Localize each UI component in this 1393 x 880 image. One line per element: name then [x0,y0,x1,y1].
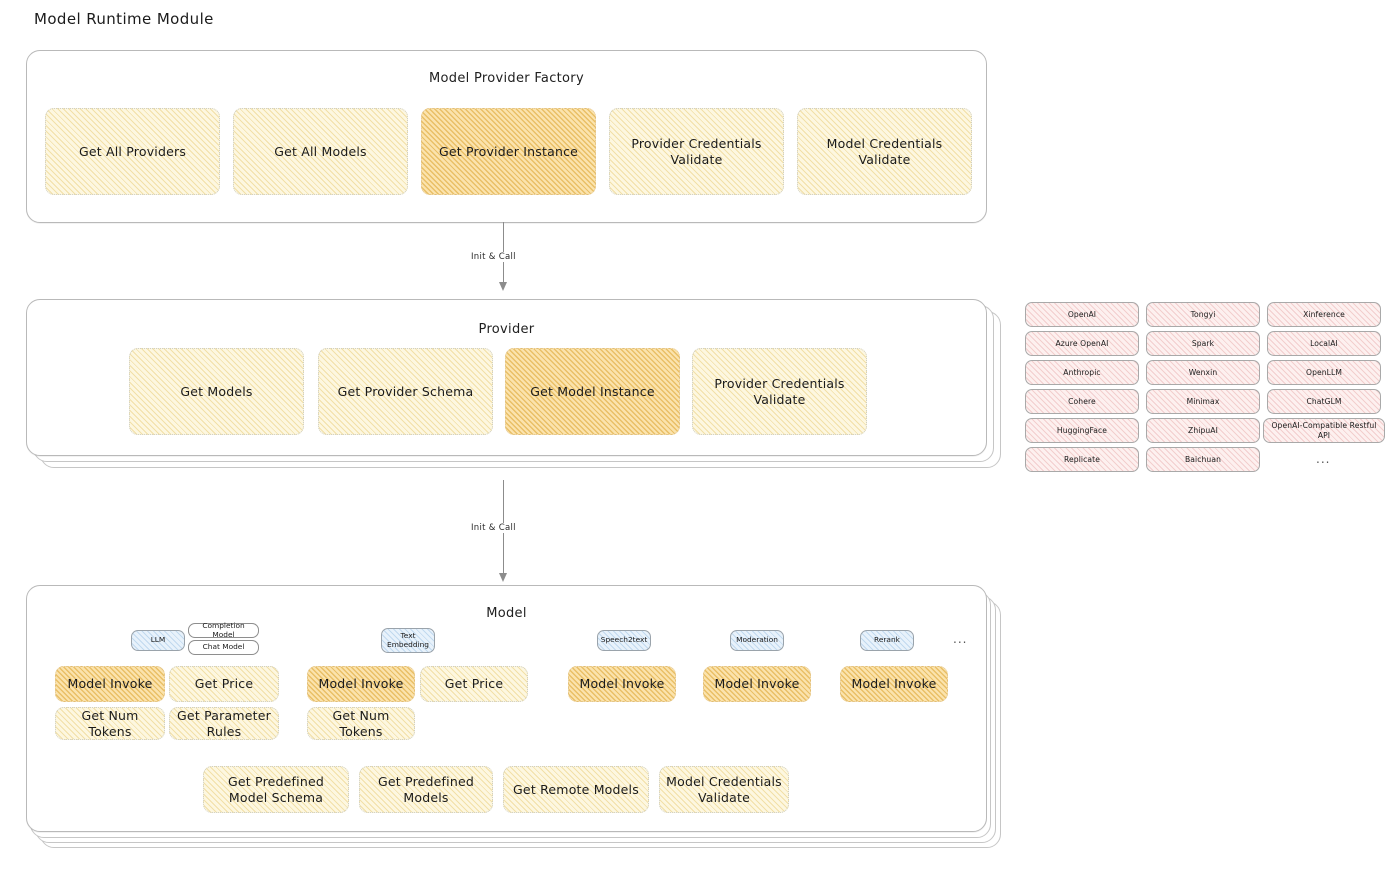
provider-chip-openllm[interactable]: OpenLLM [1267,360,1381,385]
panel-provider: Provider Get Models Get Provider Schema … [26,299,987,456]
node-get-model-instance[interactable]: Get Model Instance [505,348,680,435]
provider-chip-baichuan[interactable]: Baichuan [1146,447,1260,472]
connector-label-init-and-call-2: Init & Call [468,523,519,533]
panel-title-provider: Provider [478,322,535,337]
node-text-embedding-get-price[interactable]: Get Price [420,666,528,702]
node-llm-get-parameter-rules[interactable]: Get Parameter Rules [169,707,279,740]
provider-chip-anthropic[interactable]: Anthropic [1025,360,1139,385]
panel-model-provider-factory: Model Provider Factory Get All Providers… [26,50,987,223]
node-model-credentials-validate-3[interactable]: Model Credentials Validate [659,766,789,813]
node-text-embedding-get-num-tokens[interactable]: Get Num Tokens [307,707,415,740]
provider-chip-zhipuai[interactable]: ZhipuAI [1146,418,1260,443]
provider-chip-wenxin[interactable]: Wenxin [1146,360,1260,385]
connector-provider-to-model: Init & Call [468,480,540,585]
node-llm-model-invoke[interactable]: Model Invoke [55,666,165,702]
provider-list: OpenAI Azure OpenAI Anthropic Cohere Hug… [1025,300,1385,475]
node-get-models[interactable]: Get Models [129,348,304,435]
provider-chip-spark[interactable]: Spark [1146,331,1260,356]
provider-chip-replicate[interactable]: Replicate [1025,447,1139,472]
panel-title-model: Model [486,606,527,621]
provider-chip-chatglm[interactable]: ChatGLM [1267,389,1381,414]
node-provider-credentials-validate-2[interactable]: Provider Credentials Validate [692,348,867,435]
node-get-all-providers[interactable]: Get All Providers [45,108,220,195]
provider-chip-tongyi[interactable]: Tongyi [1146,302,1260,327]
provider-chip-huggingface[interactable]: HuggingFace [1025,418,1139,443]
node-get-all-models[interactable]: Get All Models [233,108,408,195]
node-get-predefined-model-schema[interactable]: Get Predefined Model Schema [203,766,349,813]
model-type-badge-llm[interactable]: LLM [131,630,185,651]
provider-chip-openai[interactable]: OpenAI [1025,302,1139,327]
node-text-embedding-model-invoke[interactable]: Model Invoke [307,666,415,702]
model-type-badge-rerank[interactable]: Rerank [860,630,914,651]
provider-chip-cohere[interactable]: Cohere [1025,389,1139,414]
provider-chip-minimax[interactable]: Minimax [1146,389,1260,414]
page-title: Model Runtime Module [34,10,214,28]
provider-chip-localai[interactable]: LocalAI [1267,331,1381,356]
node-rerank-model-invoke[interactable]: Model Invoke [840,666,948,702]
provider-list-more-ellipsis: ... [1316,452,1331,466]
model-type-subbadge-completion-model[interactable]: Completion Model [188,621,259,638]
node-provider-credentials-validate[interactable]: Provider Credentials Validate [609,108,784,195]
provider-chip-azure-openai[interactable]: Azure OpenAI [1025,331,1139,356]
node-moderation-model-invoke[interactable]: Model Invoke [703,666,811,702]
panel-title-model-provider-factory: Model Provider Factory [429,71,584,86]
provider-chip-openai-compatible-restful-api[interactable]: OpenAI-Compatible Restful API [1263,418,1385,443]
model-types-more-ellipsis: ... [953,632,968,646]
model-type-subbadge-chat-model[interactable]: Chat Model [188,640,259,655]
connector-factory-to-provider: Init & Call [468,222,540,294]
node-get-remote-models[interactable]: Get Remote Models [503,766,649,813]
node-llm-get-num-tokens[interactable]: Get Num Tokens [55,707,165,740]
connector-label-init-and-call-1: Init & Call [468,252,519,262]
node-speech2text-model-invoke[interactable]: Model Invoke [568,666,676,702]
provider-chip-xinference[interactable]: Xinference [1267,302,1381,327]
node-get-provider-instance[interactable]: Get Provider Instance [421,108,596,195]
model-type-badge-moderation[interactable]: Moderation [730,630,784,651]
panel-model: Model LLM Completion Model Chat Model Mo… [26,585,987,832]
node-get-predefined-models[interactable]: Get Predefined Models [359,766,493,813]
model-type-badge-speech2text[interactable]: Speech2text [597,630,651,651]
model-type-badge-text-embedding[interactable]: Text Embedding [381,628,435,653]
node-get-provider-schema[interactable]: Get Provider Schema [318,348,493,435]
node-model-credentials-validate[interactable]: Model Credentials Validate [797,108,972,195]
node-llm-get-price[interactable]: Get Price [169,666,279,702]
